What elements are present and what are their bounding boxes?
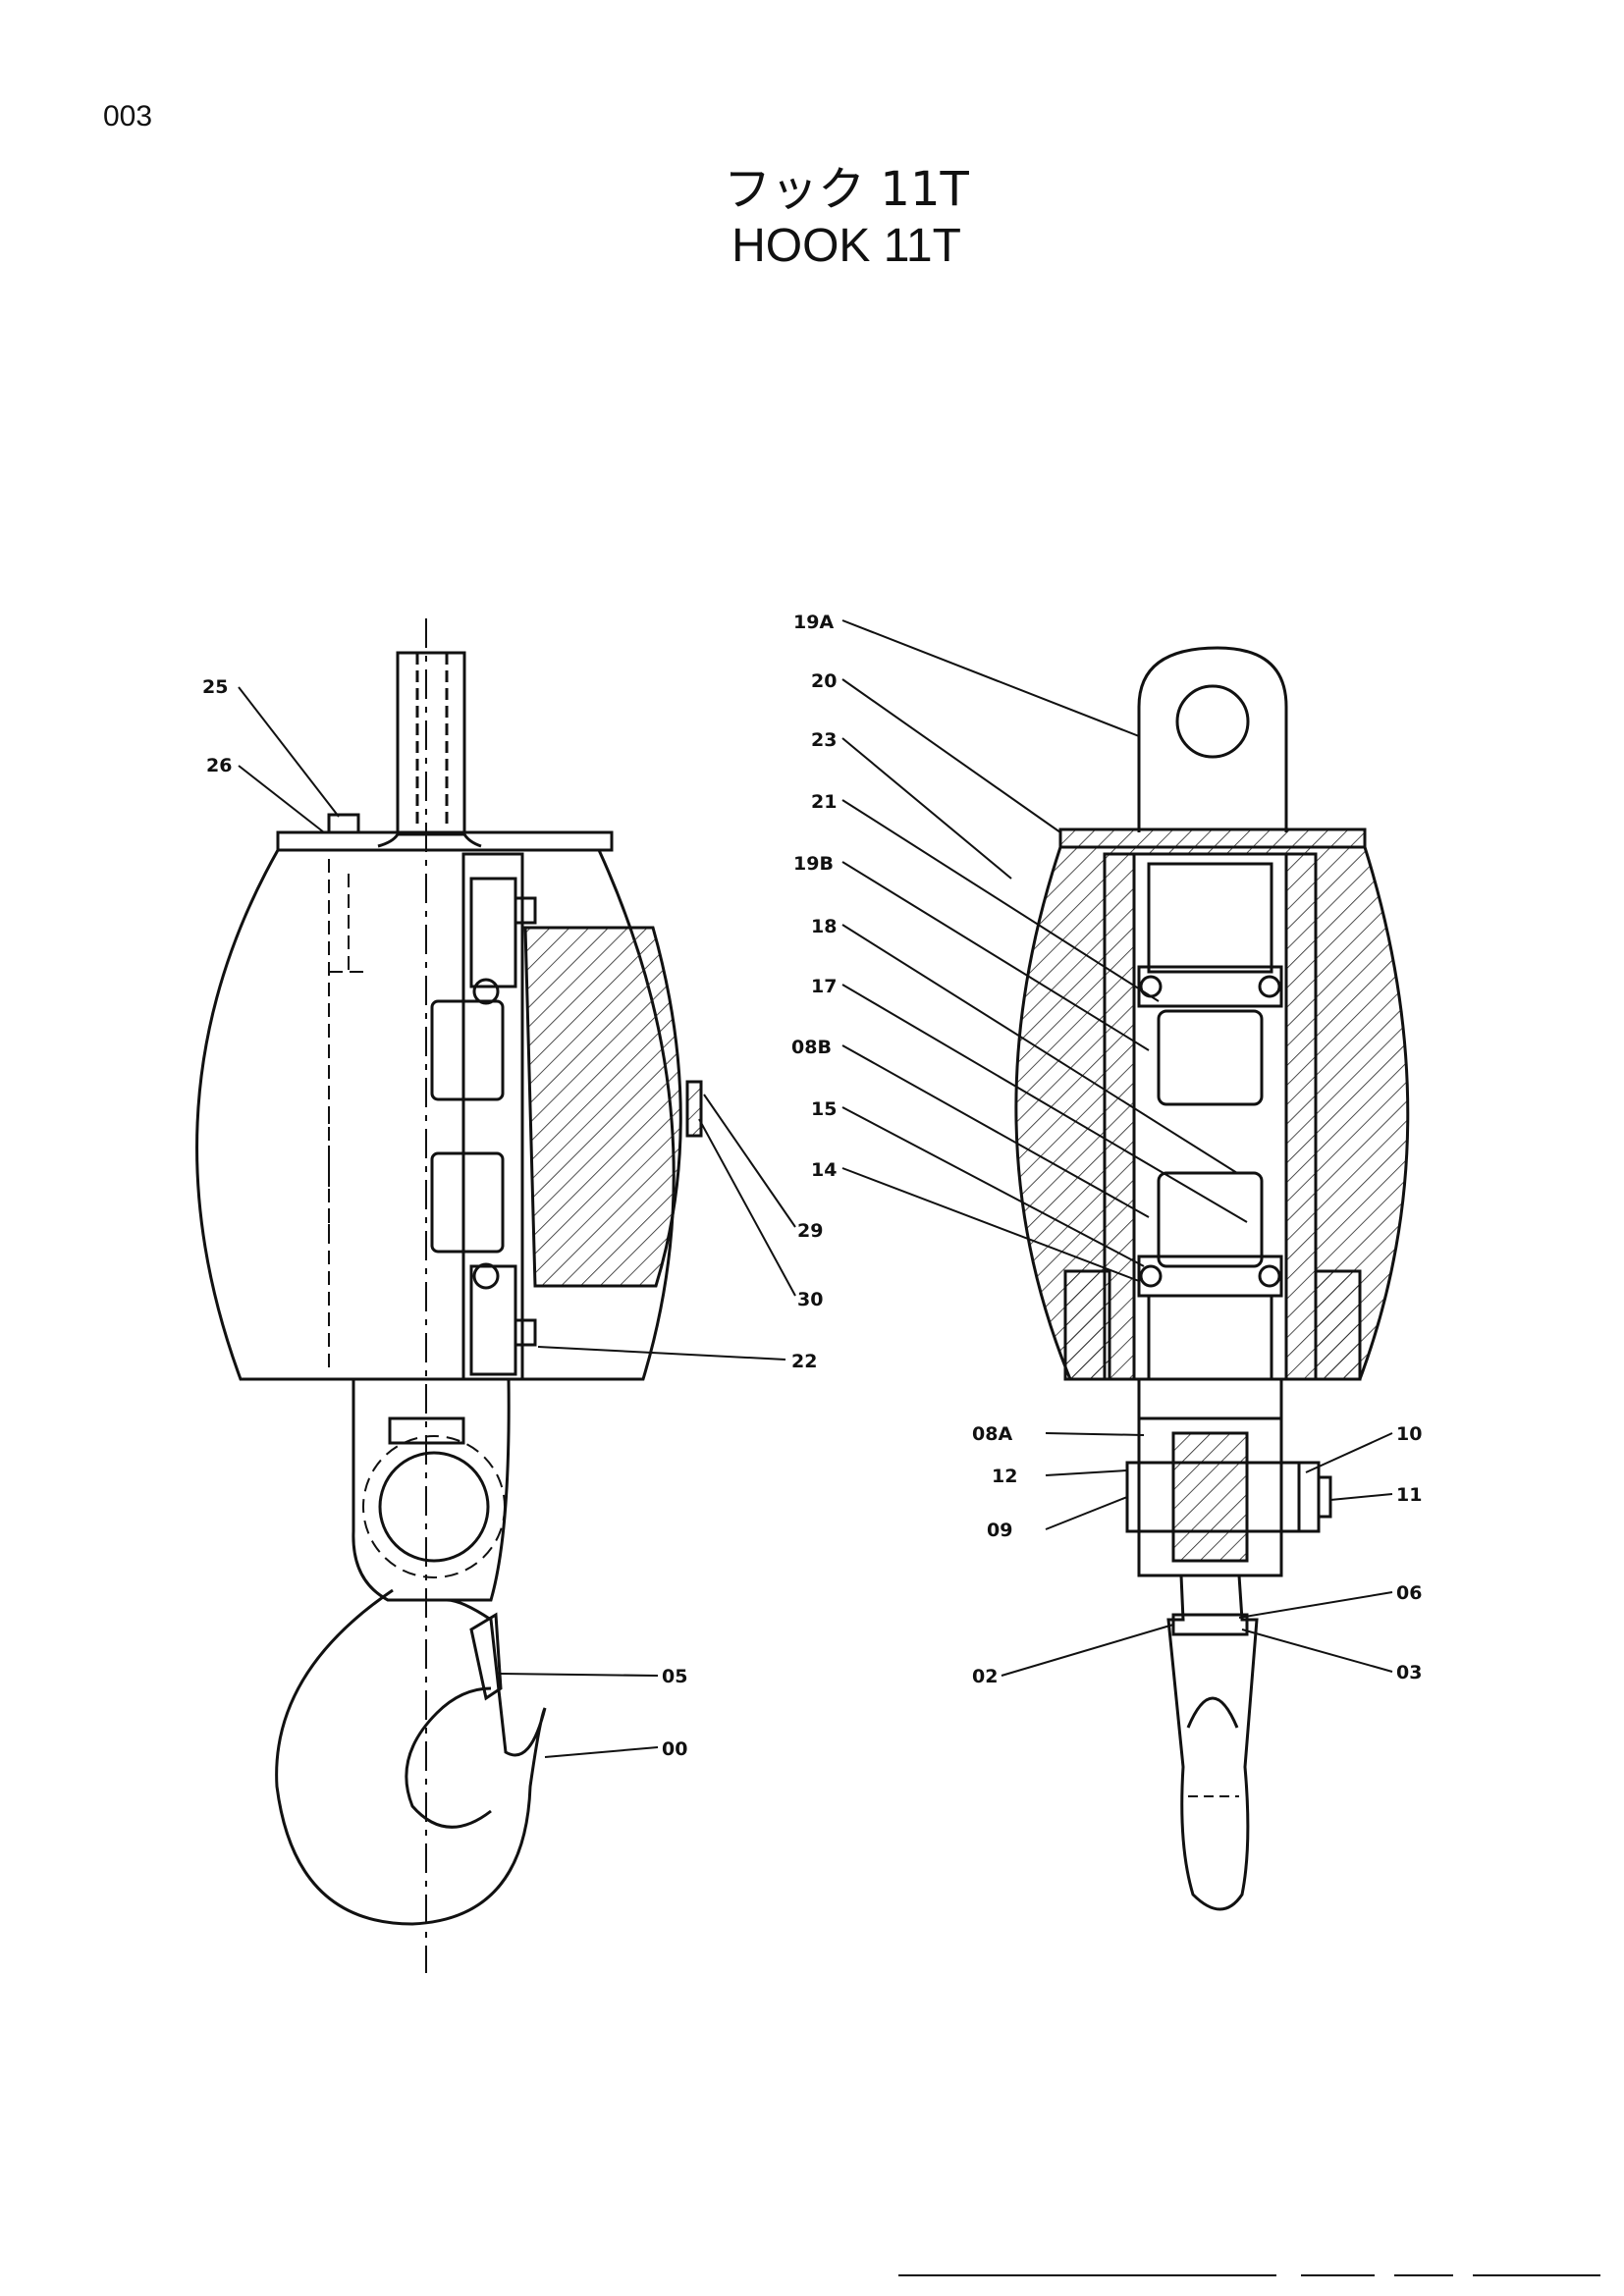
right-hook-side	[1166, 1575, 1259, 1911]
callout-10: 10	[1396, 1423, 1422, 1445]
right-pin-washer	[1317, 1475, 1332, 1519]
right-top-plate	[1058, 828, 1367, 849]
right-lower-hub-left	[1063, 1269, 1111, 1381]
right-central-bore	[1103, 852, 1318, 1381]
right-pin-nut	[1297, 1461, 1321, 1533]
left-upper-bearing	[469, 877, 517, 988]
left-side-cover	[685, 1080, 703, 1138]
right-top-eye	[1137, 646, 1288, 832]
callout-02: 02	[972, 1666, 998, 1687]
callout-03: 03	[1396, 1662, 1422, 1683]
callout-05: 05	[662, 1666, 687, 1687]
callout-29: 29	[797, 1220, 823, 1242]
callout-23: 23	[811, 729, 837, 751]
right-view	[1014, 646, 1410, 1911]
left-grease-fitting-upper	[514, 896, 537, 925]
left-hook-eye	[378, 1451, 490, 1563]
left-hook	[275, 1588, 547, 1926]
left-upper-spacer	[430, 999, 505, 1101]
title-english: HOOK 11T	[731, 220, 961, 272]
page-number: 003	[103, 100, 153, 133]
callout-25: 25	[202, 676, 228, 698]
callout-14: 14	[811, 1159, 837, 1181]
right-upper-housing	[1147, 862, 1273, 974]
right-lower-hub-right	[1314, 1269, 1362, 1381]
callout-21: 21	[811, 791, 837, 813]
callout-15: 15	[811, 1098, 837, 1120]
left-safety-latch	[469, 1612, 503, 1701]
callout-26: 26	[206, 755, 232, 776]
callout-22: 22	[791, 1351, 817, 1372]
callout-20: 20	[811, 670, 837, 692]
right-upper-nut	[1157, 1009, 1264, 1106]
left-top-nut	[327, 813, 360, 834]
right-top-eye-hole	[1175, 684, 1250, 759]
callout-19a: 19A	[793, 612, 834, 633]
left-eye-pin	[388, 1416, 465, 1445]
callout-labels: 25 26 29 30 22 05 00 19A 20 23 21 19B 18…	[202, 612, 1422, 1760]
callout-08b: 08B	[791, 1037, 832, 1058]
callout-06: 06	[1396, 1582, 1422, 1604]
left-lower-spacer	[430, 1151, 505, 1254]
callout-08a: 08A	[972, 1423, 1012, 1445]
left-hook-throat	[405, 1686, 492, 1829]
callout-19b: 19B	[793, 853, 834, 875]
left-bearing-housing	[461, 852, 524, 1381]
right-upper-bearing	[1137, 965, 1283, 1008]
leader-lines	[238, 619, 1393, 1758]
right-yoke	[1137, 1418, 1283, 1577]
callout-09: 09	[987, 1520, 1012, 1541]
callout-00: 00	[662, 1738, 687, 1760]
left-view	[195, 618, 703, 1973]
title-block: フック 11T HOOK 11T	[0, 162, 1624, 274]
title-japanese: フック 11T	[724, 162, 969, 217]
right-crosshead	[1171, 1431, 1249, 1563]
callout-11: 11	[1396, 1484, 1422, 1506]
callout-18: 18	[811, 916, 837, 937]
left-hook-shank	[352, 1378, 511, 1602]
right-swivel-neck	[1137, 1377, 1283, 1420]
callout-30: 30	[797, 1289, 823, 1310]
left-top-shaft	[396, 651, 466, 836]
callout-12: 12	[992, 1466, 1017, 1487]
left-hatched-section	[523, 926, 682, 1288]
callout-17: 17	[811, 976, 837, 997]
right-lower-nut	[1157, 1171, 1264, 1268]
left-grease-fitting-lower	[514, 1318, 537, 1347]
